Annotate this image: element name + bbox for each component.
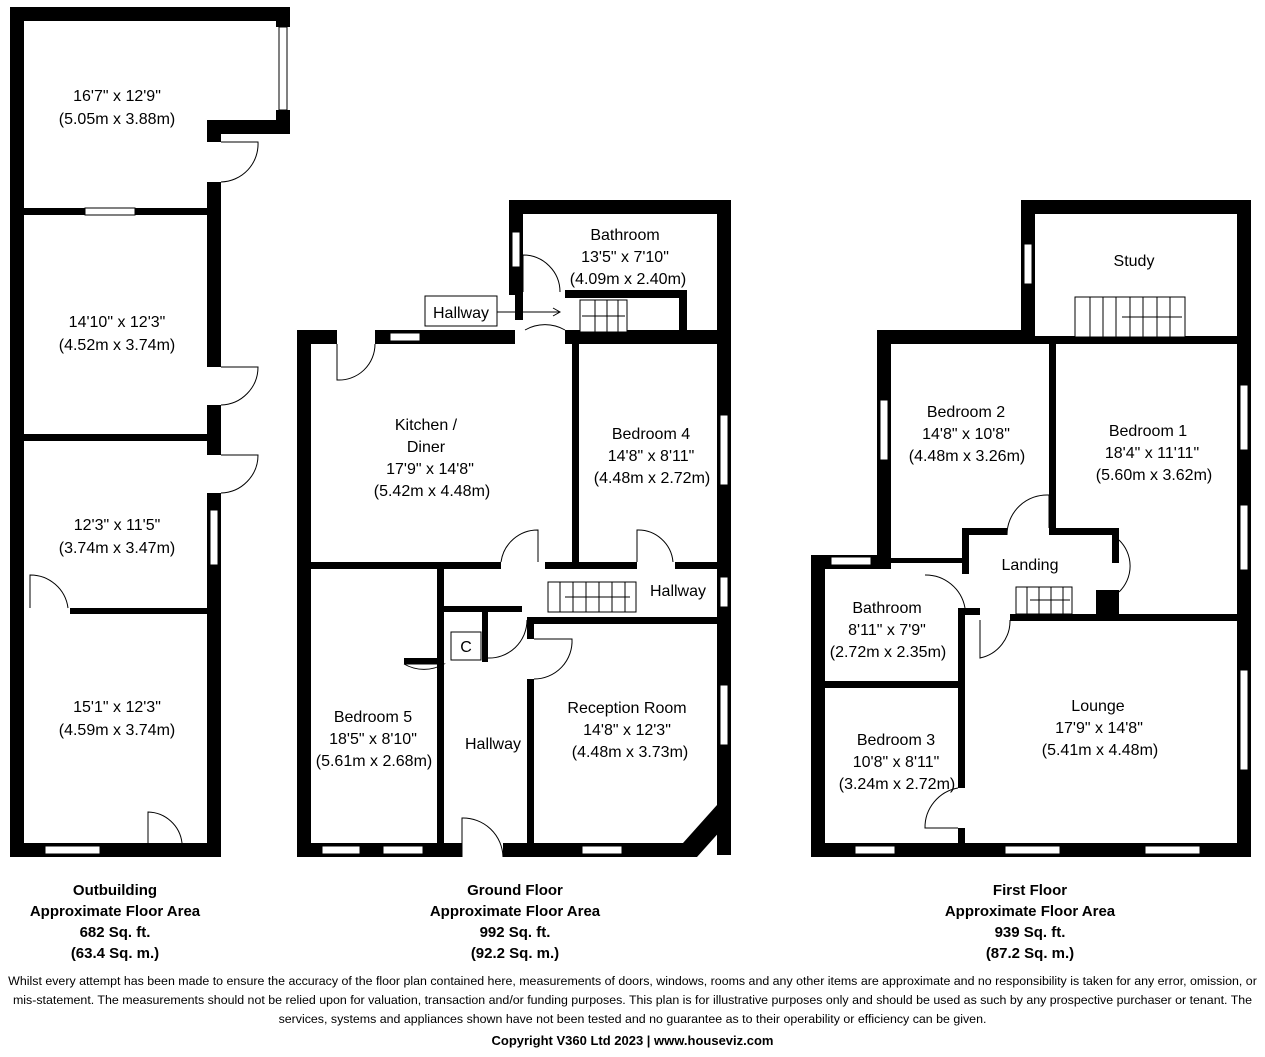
lounge-name: Lounge xyxy=(1071,698,1124,715)
outbuilding-area-title: Outbuilding xyxy=(72,882,158,899)
outbuilding-windows xyxy=(44,26,288,855)
ground-floor-plan: Hallway Bathroom 13'5" x 7'10" (4.09m x … xyxy=(297,200,731,858)
outbuilding-room1-dims: 16'7" x 12'9" xyxy=(73,88,161,105)
outbuilding-room4-metric: (4.59m x 3.74m) xyxy=(59,722,175,739)
bedroom2-dims: 14'8" x 10'8" xyxy=(922,426,1010,443)
outbuilding-room1-metric: (5.05m x 3.88m) xyxy=(59,111,175,128)
outbuilding-room3-metric: (3.74m x 3.47m) xyxy=(59,540,175,557)
ground-floor-windows xyxy=(321,231,729,855)
bedroom2-name: Bedroom 2 xyxy=(927,404,1005,421)
first-floor-area-sqm: (87.2 Sq. m.) xyxy=(985,945,1075,962)
first-floor-stairs xyxy=(1015,296,1186,615)
ground-floor-area-title: Ground Floor xyxy=(467,882,563,899)
ff-bathroom-dims: 8'11" x 7'9" xyxy=(848,622,926,639)
reception-metric: (4.48m x 3.73m) xyxy=(572,744,688,761)
bedroom4-dims: 14'8" x 8'11" xyxy=(608,448,695,465)
ground-floor-area-sqft: 992 Sq. ft. xyxy=(479,924,551,941)
outbuilding-room2-dims: 14'10" x 12'3" xyxy=(69,314,166,331)
kitchen-dims: 17'9" x 14'8" xyxy=(386,461,474,478)
bedroom5-name: Bedroom 5 xyxy=(334,709,412,726)
gf-hallway-mid-label: Hallway xyxy=(650,583,706,600)
ground-floor-area-sqm: (92.2 Sq. m.) xyxy=(470,945,560,962)
outbuilding-room2-metric: (4.52m x 3.74m) xyxy=(59,337,175,354)
ground-floor-stairs xyxy=(547,299,637,613)
outbuilding-plan: 16'7" x 12'9" (5.05m x 3.88m) 14'10" x 1… xyxy=(10,7,290,857)
first-floor-doors xyxy=(924,494,1131,829)
cupboard-label: C xyxy=(460,639,472,656)
first-floor-area-sqft: 939 Sq. ft. xyxy=(994,924,1066,941)
bedroom3-metric: (3.24m x 2.72m) xyxy=(839,776,955,793)
gf-bathroom-name: Bathroom xyxy=(590,227,659,244)
bedroom3-dims: 10'8" x 8'11" xyxy=(853,754,940,771)
cupboard-box xyxy=(450,631,482,661)
outbuilding-walls xyxy=(10,7,290,857)
bedroom1-name: Bedroom 1 xyxy=(1109,423,1187,440)
ground-floor-doors xyxy=(336,254,674,858)
first-floor-area-caption: First Floor Approximate Floor Area 939 S… xyxy=(925,880,1135,964)
disclaimer-text: Whilst every attempt has been made to en… xyxy=(8,974,1257,1026)
bedroom4-metric: (4.48m x 2.72m) xyxy=(594,470,710,487)
outbuilding-area-sqm: (63.4 Sq. m.) xyxy=(70,945,160,962)
outbuilding-room4-dims: 15'1" x 12'3" xyxy=(73,699,161,716)
reception-name: Reception Room xyxy=(567,700,686,717)
outbuilding-area-subtitle: Approximate Floor Area xyxy=(29,903,201,920)
bedroom1-metric: (5.60m x 3.62m) xyxy=(1096,467,1212,484)
ground-floor-area-subtitle: Approximate Floor Area xyxy=(429,903,601,920)
outbuilding-room3-dims: 12'3" x 11'5" xyxy=(74,517,161,534)
first-floor-windows xyxy=(830,243,1249,855)
bedroom5-dims: 18'5" x 8'10" xyxy=(329,731,417,748)
hallway-tag: Hallway xyxy=(424,295,562,327)
ff-bathroom-name: Bathroom xyxy=(852,600,921,617)
outbuilding-area-caption: Outbuilding Approximate Floor Area 682 S… xyxy=(15,880,215,964)
lounge-metric: (5.41m x 4.48m) xyxy=(1042,742,1158,759)
first-floor-area-subtitle: Approximate Floor Area xyxy=(944,903,1116,920)
copyright-text: Copyright V360 Ltd 2023 | www.houseviz.c… xyxy=(491,1033,774,1048)
landing-label: Landing xyxy=(1002,557,1059,574)
gf-bathroom-dims: 13'5" x 7'10" xyxy=(581,249,669,266)
reception-dims: 14'8" x 12'3" xyxy=(583,722,671,739)
bedroom2-metric: (4.48m x 3.26m) xyxy=(909,448,1025,465)
gf-bathroom-metric: (4.09m x 2.40m) xyxy=(570,271,686,288)
bedroom4-name: Bedroom 4 xyxy=(612,426,690,443)
gf-hallway-front-label: Hallway xyxy=(465,736,521,753)
kitchen-name-line2: Diner xyxy=(407,439,446,456)
bedroom5-metric: (5.61m x 2.68m) xyxy=(316,753,432,770)
ground-floor-area-caption: Ground Floor Approximate Floor Area 992 … xyxy=(410,880,620,964)
lounge-dims: 17'9" x 14'8" xyxy=(1055,720,1143,737)
first-floor-plan: Study Bedroom 2 14'8" x 10'8" (4.48m x 3… xyxy=(811,200,1251,857)
first-floor-area-title: First Floor xyxy=(992,882,1068,899)
bedroom1-dims: 18'4" x 11'11" xyxy=(1105,445,1199,462)
bedroom3-name: Bedroom 3 xyxy=(857,732,935,749)
outbuilding-area-sqft: 682 Sq. ft. xyxy=(79,924,151,941)
kitchen-name-line1: Kitchen / xyxy=(395,417,458,434)
study-label: Study xyxy=(1114,253,1155,270)
ff-bathroom-metric: (2.72m x 2.35m) xyxy=(830,644,946,661)
hallway-tag-label: Hallway xyxy=(433,305,489,322)
outbuilding-doors xyxy=(29,141,259,844)
kitchen-metric: (5.42m x 4.48m) xyxy=(374,483,490,500)
